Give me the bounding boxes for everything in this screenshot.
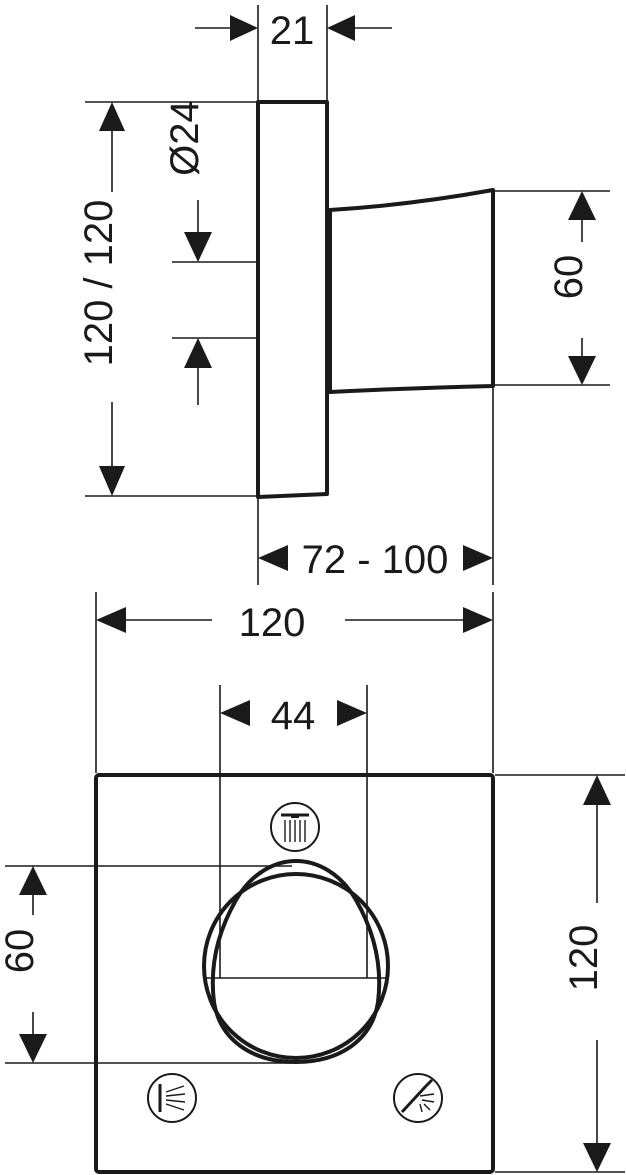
side-shower-icon	[393, 1073, 443, 1123]
dim-knob-width-label: 44	[271, 694, 316, 738]
dim-front-width-label: 120	[239, 601, 306, 645]
dim-projection: 72 - 100	[258, 538, 493, 582]
side-view: 21 120 / 120 Ø24 60	[77, 5, 610, 585]
side-handle	[328, 188, 495, 394]
dim-knob-height: 60	[0, 866, 47, 1063]
dim-depth-label: 21	[270, 9, 315, 53]
side-plate	[256, 100, 329, 499]
dim-diameter-label: Ø24	[163, 100, 207, 176]
dim-knob-width: 44	[220, 694, 367, 738]
dim-knob-height-label: 60	[0, 929, 42, 974]
dim-front-width: 120	[96, 601, 493, 645]
overhead-shower-icon	[270, 802, 320, 852]
dim-front-height: 120	[562, 775, 611, 1172]
hand-shower-icon	[147, 1073, 197, 1123]
front-extension-lines	[5, 592, 625, 1173]
dim-side-height-label: 120 / 120	[77, 200, 121, 367]
dim-side-height: 120 / 120	[77, 102, 125, 496]
front-plate	[94, 773, 495, 1174]
dim-projection-label: 72 - 100	[302, 538, 449, 582]
front-view: 120 44 60 120	[0, 592, 625, 1174]
dim-front-height-label: 120	[562, 925, 606, 992]
dim-handle-height: 60	[547, 191, 596, 385]
knob-handle	[210, 859, 382, 1064]
knob-rosette	[202, 872, 390, 1060]
dim-handle-height-label: 60	[547, 255, 591, 300]
dim-depth: 21	[195, 9, 392, 53]
dim-diameter: Ø24	[163, 100, 212, 405]
side-extension-lines	[85, 5, 610, 585]
